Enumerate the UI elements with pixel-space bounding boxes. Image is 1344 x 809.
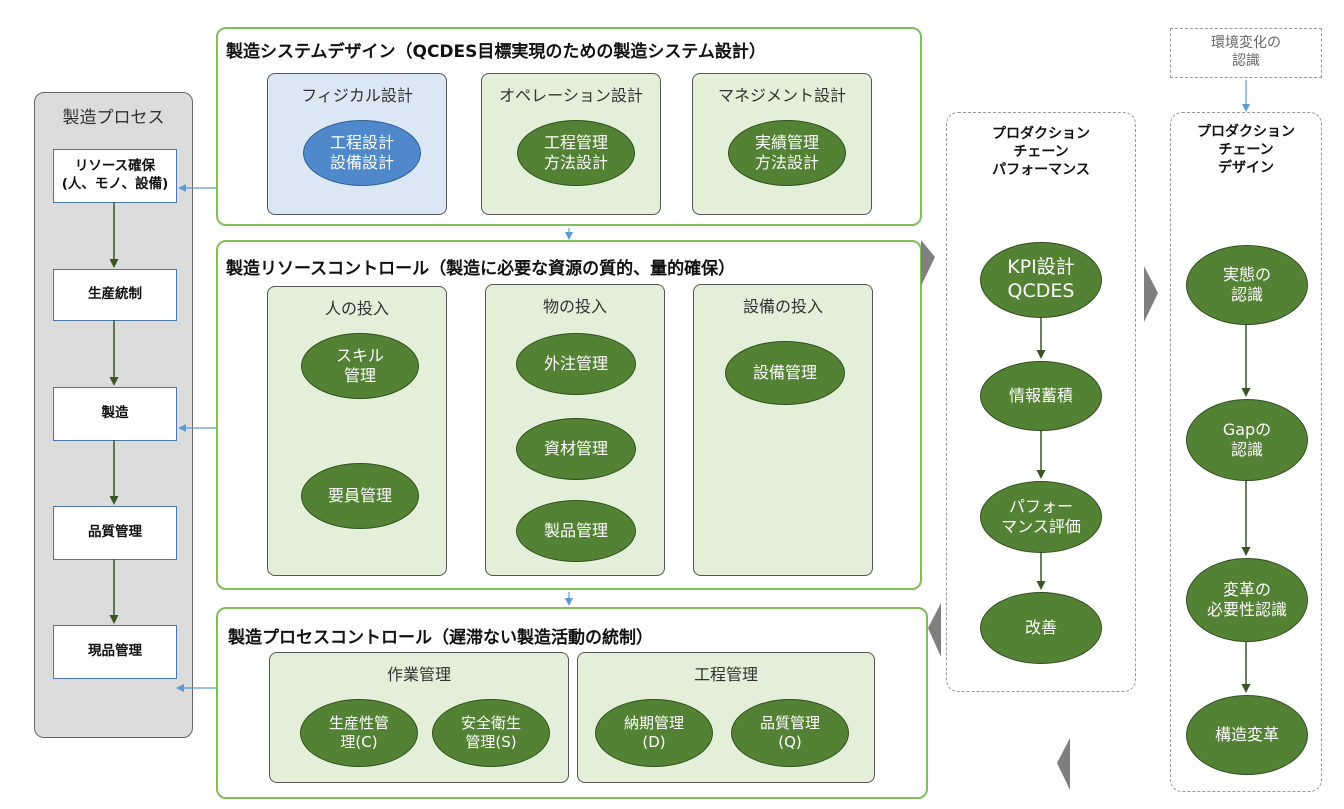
results-management-design-node: 実績管理 方法設計 bbox=[728, 120, 846, 186]
operation-design-label: オペレーション設計 bbox=[499, 86, 643, 105]
chevron-right-icon bbox=[1144, 266, 1158, 322]
improvement-node: 改善 bbox=[980, 592, 1102, 664]
material-input-panel: 物の投入 外注管理 資材管理 製品管理 bbox=[485, 284, 665, 576]
equipment-management-node: 設備管理 bbox=[725, 341, 845, 405]
need-for-change-node: 変革の 必要性認識 bbox=[1186, 558, 1308, 642]
process-step-quality: 品質管理 bbox=[53, 506, 177, 560]
safety-health-management-node: 安全衛生 管理(S) bbox=[432, 699, 550, 767]
skill-management-node: スキル 管理 bbox=[301, 333, 419, 399]
work-management-panel: 作業管理 生産性管 理(C) 安全衛生 管理(S) bbox=[269, 652, 569, 783]
information-accumulation-node: 情報蓄積 bbox=[980, 361, 1102, 431]
physical-design-label: フィジカル設計 bbox=[301, 86, 413, 105]
process-management-label: 工程管理 bbox=[693, 665, 758, 684]
process-step-resource: リソース確保 (人、モノ、設備) bbox=[53, 149, 177, 203]
process-step-inventory: 現品管理 bbox=[53, 625, 177, 679]
process-panel: 製造プロセス リソース確保 (人、モノ、設備) 生産統制 製造 品質管理 現品管… bbox=[34, 92, 193, 738]
process-control-title: 製造プロセスコントロール（遅滞ない製造活動の統制） bbox=[228, 628, 653, 648]
process-equipment-design-node: 工程設計 設備設計 bbox=[303, 120, 421, 186]
environment-change-label: 環境変化の 認識 bbox=[1211, 35, 1281, 70]
gap-recognition-node: Gapの 認識 bbox=[1186, 399, 1308, 481]
people-input-panel: 人の投入 スキル 管理 要員管理 bbox=[267, 286, 447, 576]
performance-evaluation-node: パフォー マンス評価 bbox=[980, 481, 1102, 553]
chevron-left-icon bbox=[1057, 738, 1070, 790]
delivery-management-node: 納期管理 (D) bbox=[595, 699, 713, 767]
equipment-input-panel: 設備の投入 設備管理 bbox=[693, 284, 873, 576]
resource-control-title: 製造リソースコントロール（製造に必要な資源の質的、量的確保） bbox=[226, 259, 736, 279]
material-input-label: 物の投入 bbox=[542, 297, 607, 316]
performance-column: プロダクション チェーン パフォーマンス KPI設計 QCDES 情報蓄積 パフ… bbox=[946, 112, 1136, 692]
staffing-management-node: 要員管理 bbox=[301, 463, 419, 529]
chevron-left-icon bbox=[928, 603, 941, 657]
process-management-panel: 工程管理 納期管理 (D) 品質管理 (Q) bbox=[577, 652, 875, 783]
process-step-manufacturing: 製造 bbox=[53, 387, 177, 441]
process-panel-title: 製造プロセス bbox=[62, 108, 165, 128]
chain-design-column: プロダクション チェーン デザイン 実態の 認識 Gapの 認識 変革の 必要性… bbox=[1170, 112, 1322, 792]
system-design-frame: 製造システムデザイン（QCDES目標実現のための製造システム設計） フィジカル設… bbox=[216, 27, 922, 226]
people-input-label: 人の投入 bbox=[324, 299, 389, 318]
equipment-input-label: 設備の投入 bbox=[742, 297, 823, 316]
materials-management-node: 資材管理 bbox=[516, 418, 636, 480]
structural-change-node: 構造変革 bbox=[1186, 695, 1308, 775]
current-state-node: 実態の 認識 bbox=[1186, 245, 1308, 325]
operation-design-panel: オペレーション設計 工程管理 方法設計 bbox=[481, 73, 661, 215]
product-management-node: 製品管理 bbox=[516, 500, 636, 562]
chevron-right-icon bbox=[921, 240, 935, 286]
physical-design-panel: フィジカル設計 工程設計 設備設計 bbox=[267, 73, 447, 215]
environment-change-box: 環境変化の 認識 bbox=[1170, 28, 1322, 78]
management-design-panel: マネジメント設計 実績管理 方法設計 bbox=[692, 73, 872, 215]
performance-title: プロダクション チェーン パフォーマンス bbox=[992, 126, 1090, 179]
work-management-label: 作業管理 bbox=[386, 665, 451, 684]
resource-control-frame: 製造リソースコントロール（製造に必要な資源の質的、量的確保） 人の投入 スキル … bbox=[216, 240, 922, 590]
process-management-design-node: 工程管理 方法設計 bbox=[517, 120, 635, 186]
chain-design-title: プロダクション チェーン デザイン bbox=[1197, 124, 1295, 177]
productivity-management-node: 生産性管 理(C) bbox=[300, 699, 418, 767]
quality-management-node: 品質管理 (Q) bbox=[731, 699, 849, 767]
process-step-production-control: 生産統制 bbox=[53, 269, 177, 321]
kpi-design-node: KPI設計 QCDES bbox=[980, 242, 1102, 318]
system-design-title: 製造システムデザイン（QCDES目標実現のための製造システム設計） bbox=[226, 42, 766, 62]
management-design-label: マネジメント設計 bbox=[717, 86, 846, 105]
outsourcing-management-node: 外注管理 bbox=[516, 333, 636, 395]
process-control-frame: 製造プロセスコントロール（遅滞ない製造活動の統制） 作業管理 生産性管 理(C)… bbox=[216, 607, 928, 799]
